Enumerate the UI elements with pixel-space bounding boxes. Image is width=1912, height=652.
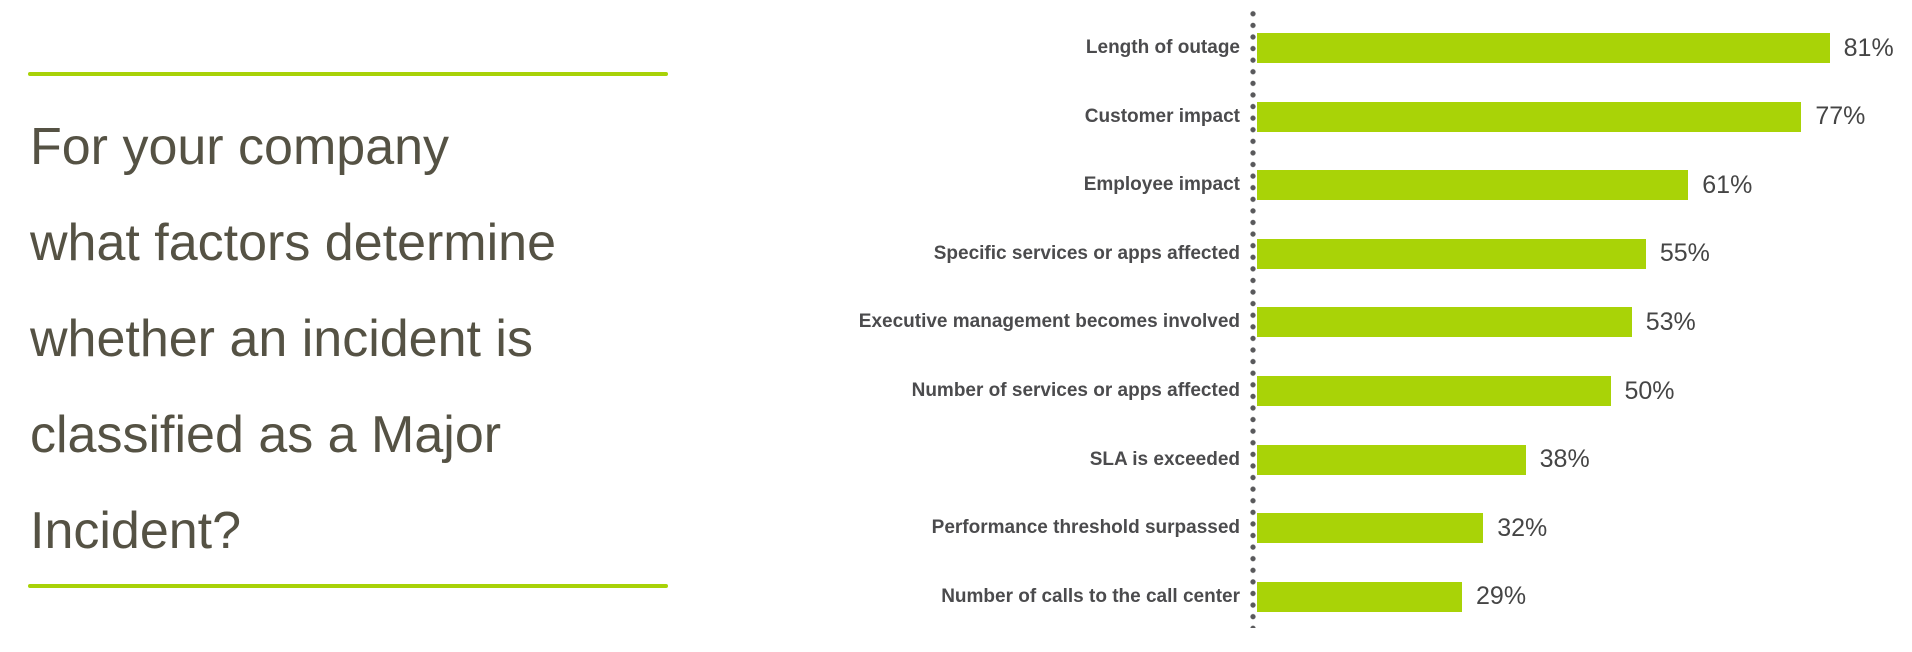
chart-row: Employee impact 61%: [700, 170, 1753, 201]
top-divider-line: [28, 72, 668, 76]
bar-category-label: Specific services or apps affected: [933, 242, 1240, 264]
survey-question: For your company what factors determine …: [30, 99, 690, 579]
chart-row: Executive management becomes involved 53%: [700, 307, 1696, 338]
bar: [1257, 238, 1646, 269]
bar-category-label: Employee impact: [1083, 174, 1240, 196]
bar-category-label: Number of services or apps affected: [911, 380, 1240, 401]
bottom-divider-line: [28, 584, 668, 588]
bar-category-label: Executive management becomes involved: [858, 311, 1240, 333]
bar-value-label: 29%: [1476, 582, 1527, 611]
bar-category-label: Length of outage: [1085, 37, 1240, 58]
question-line: Incident?: [30, 502, 242, 560]
chart-row: Performance threshold surpassed 32%: [700, 513, 1548, 544]
bar: [1257, 307, 1632, 338]
chart-row: Customer impact 77%: [700, 101, 1866, 132]
question-line: whether an incident is: [30, 310, 533, 368]
bar-value-label: 61%: [1702, 170, 1753, 199]
chart-row: Number of services or apps affected 50%: [700, 376, 1675, 406]
chart-row: Length of outage 81%: [700, 33, 1894, 63]
dotted-baseline-axis: [1250, 8, 1256, 628]
bar-value-label: 32%: [1497, 513, 1548, 542]
bar: [1257, 33, 1830, 63]
question-line: what factors determine: [30, 214, 557, 272]
bar-category-label: Performance threshold surpassed: [931, 517, 1240, 539]
bar: [1257, 581, 1463, 612]
bar-value-label: 53%: [1645, 307, 1696, 336]
question-line: For your company: [30, 118, 450, 176]
chart-row: Number of calls to the call center 29%: [700, 581, 1527, 612]
bar-value-label: 77%: [1815, 102, 1866, 131]
bar: [1257, 170, 1689, 201]
bar-value-label: 55%: [1659, 239, 1710, 268]
bar-value-label: 81%: [1843, 33, 1894, 62]
bar: [1257, 444, 1526, 475]
bar-category-label: Customer impact: [1084, 105, 1240, 127]
bar-value-label: 38%: [1539, 445, 1590, 474]
question-line: classified as a Major: [30, 406, 502, 464]
bar-category-label: Number of calls to the call center: [941, 585, 1240, 607]
bar: [1257, 101, 1802, 132]
bar-category-label: SLA is exceeded: [1089, 448, 1240, 470]
bar: [1257, 376, 1611, 406]
chart-row: Specific services or apps affected 55%: [700, 238, 1710, 269]
bar-value-label: 50%: [1624, 376, 1675, 405]
bar: [1257, 513, 1484, 544]
chart-row: SLA is exceeded 38%: [700, 444, 1590, 475]
